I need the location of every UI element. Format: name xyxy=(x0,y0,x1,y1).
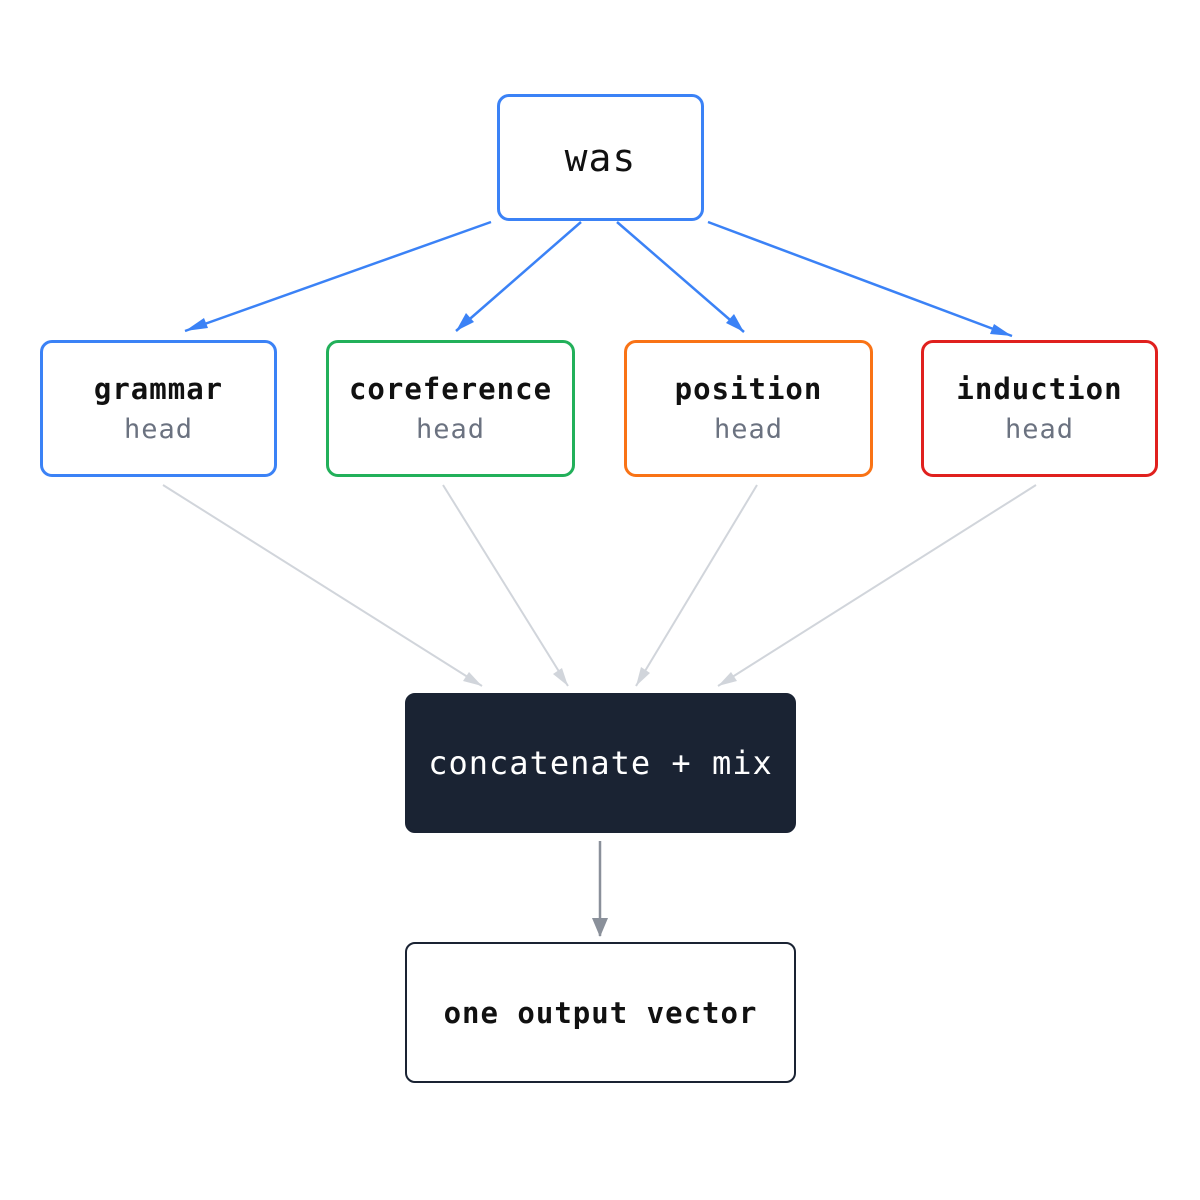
arrowhead-grammar xyxy=(185,318,208,331)
output-vector-node: one output vector xyxy=(405,942,796,1083)
head-name: position xyxy=(674,372,823,406)
edge-grammar-to-mix xyxy=(162,484,483,687)
output-vector-label: one output vector xyxy=(443,995,758,1030)
input-token-node: was xyxy=(497,94,704,221)
head-name: coreference xyxy=(348,372,553,406)
head-sublabel: head xyxy=(415,414,486,445)
head-sublabel: head xyxy=(1004,414,1075,445)
head-node-grammar: grammar head xyxy=(40,340,277,477)
arrowhead-mix-induction xyxy=(718,672,737,686)
head-name: induction xyxy=(956,372,1123,406)
input-to-head-edges xyxy=(184,220,1013,338)
concatenate-mix-node: concatenate + mix xyxy=(405,693,796,833)
arrowhead-mix-grammar xyxy=(463,672,482,686)
arrowhead-coreference xyxy=(456,313,474,331)
edge-coreference-to-mix xyxy=(442,484,569,687)
mix-to-output-edge xyxy=(592,841,608,937)
edge-induction-to-mix xyxy=(717,484,1037,687)
arrowhead-output xyxy=(592,918,608,937)
head-name: grammar xyxy=(93,372,224,406)
edge-input-to-grammar xyxy=(184,220,492,333)
head-to-mix-edges xyxy=(162,484,1037,687)
arrowhead-mix-coreference xyxy=(553,668,568,686)
edge-input-to-position xyxy=(616,221,745,333)
arrowhead-induction xyxy=(990,324,1012,336)
arrowhead-mix-position xyxy=(636,667,650,686)
head-sublabel: head xyxy=(123,414,194,445)
arrowhead-position xyxy=(726,314,744,332)
input-token-label: was xyxy=(564,135,637,180)
edge-input-to-induction xyxy=(707,220,1013,338)
concatenate-mix-label: concatenate + mix xyxy=(428,744,773,782)
head-node-position: position head xyxy=(624,340,873,477)
edge-position-to-mix xyxy=(635,484,758,687)
edge-input-to-coreference xyxy=(455,221,582,332)
head-node-coreference: coreference head xyxy=(326,340,575,477)
head-node-induction: induction head xyxy=(921,340,1158,477)
head-sublabel: head xyxy=(713,414,784,445)
